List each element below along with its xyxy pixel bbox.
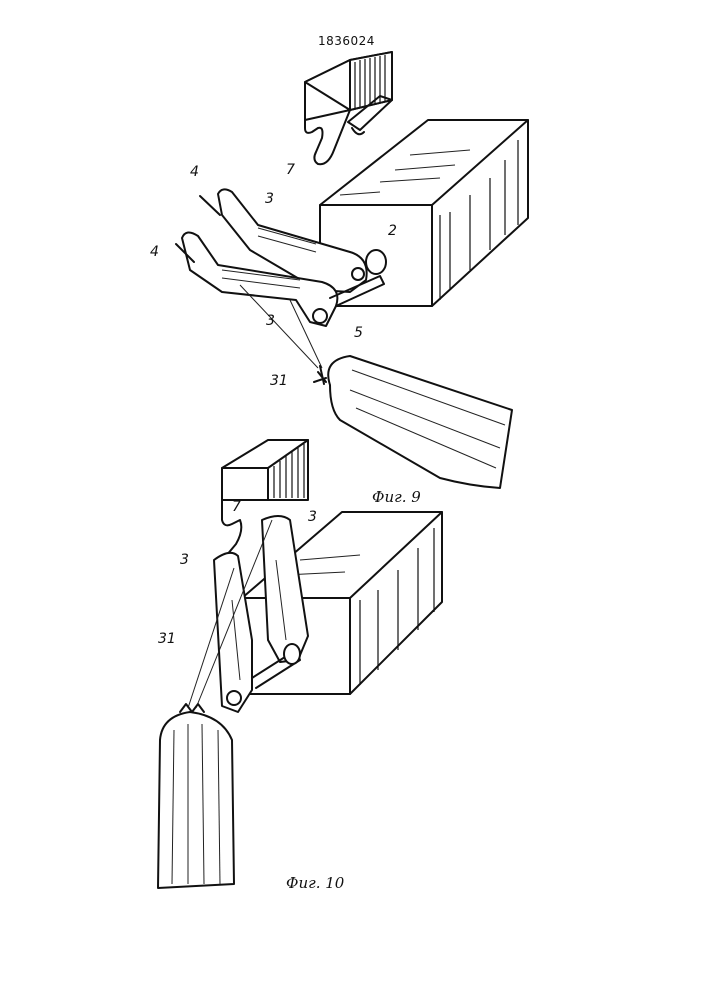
- fig10-caption: Фиг. 10: [286, 874, 344, 892]
- fig10-label-3-right: 3: [308, 510, 317, 524]
- fig10-bag: [158, 704, 234, 888]
- fig9-label-31: 31: [270, 374, 288, 388]
- fig9-label-2: 2: [388, 224, 397, 238]
- figure-10-drawing: [158, 440, 442, 888]
- fig9-caption: Фиг. 9: [372, 488, 421, 506]
- fig9-label-7: 7: [286, 163, 295, 177]
- fig9-hook-block: [305, 52, 392, 164]
- fig10-label-3-left: 3: [180, 553, 189, 567]
- fig10-label-7: 7: [232, 500, 241, 514]
- figure-9-drawing: [176, 52, 528, 488]
- fig9-bag: [314, 356, 512, 488]
- fig9-label-4-lower: 4: [150, 245, 159, 259]
- fig9-label-4-upper: 4: [190, 165, 199, 179]
- fig9-label-3-lower: 3: [266, 314, 275, 328]
- fig9-label-3-upper: 3: [265, 192, 274, 206]
- fig10-label-31: 31: [158, 632, 176, 646]
- fig9-label-5: 5: [354, 326, 363, 340]
